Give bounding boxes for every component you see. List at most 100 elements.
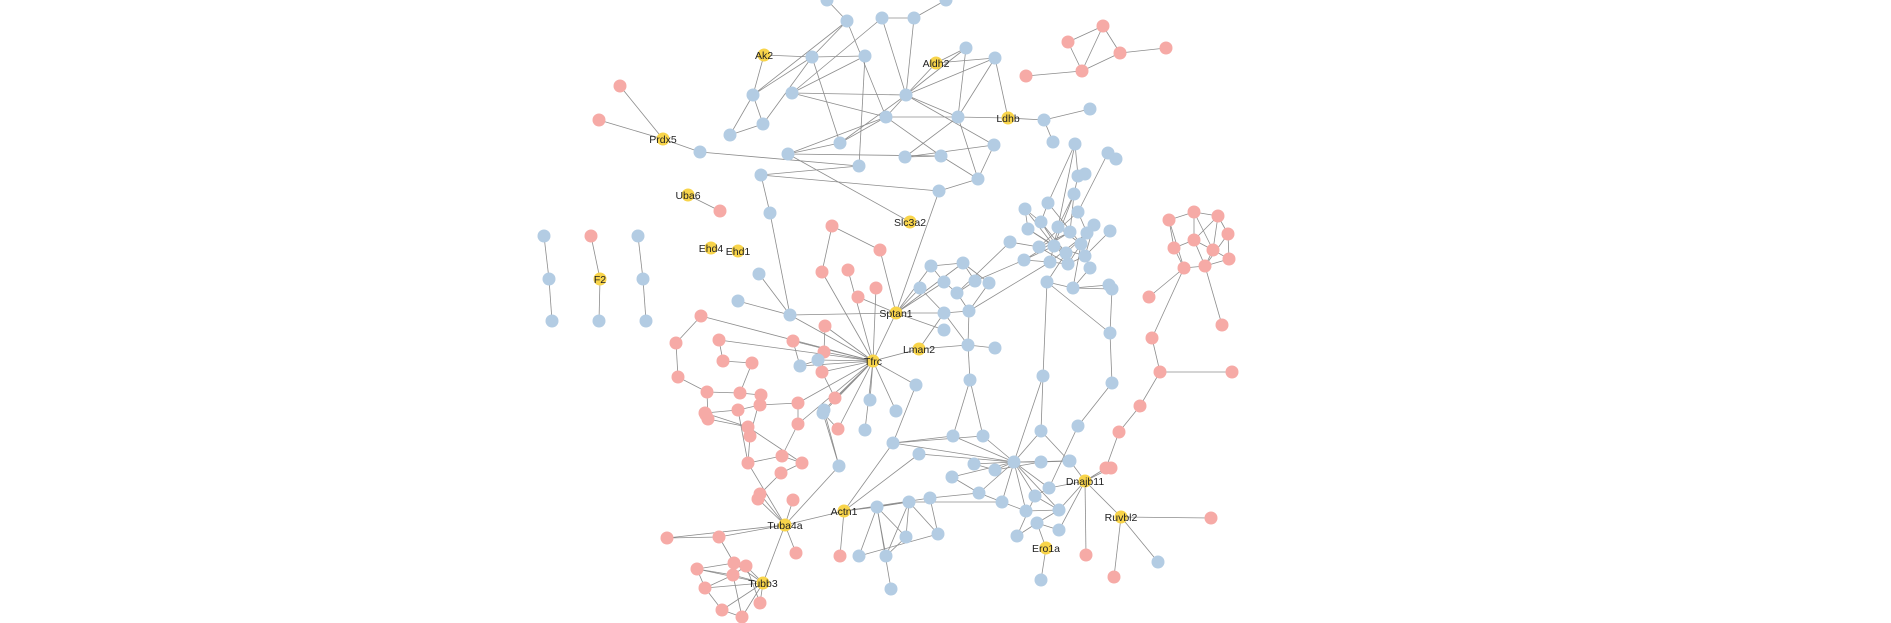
edge-sptan1-n52 <box>895 312 945 331</box>
edge-tfrc-pt29 <box>837 360 874 430</box>
node-tuba4a <box>778 518 792 532</box>
node <box>1133 399 1147 413</box>
node <box>817 403 831 417</box>
node <box>1083 261 1097 275</box>
node <box>956 256 970 270</box>
node <box>852 159 866 173</box>
edge-n55-n78 <box>969 379 984 437</box>
node <box>584 229 598 243</box>
edge-g3-g13 <box>1053 193 1075 247</box>
edge-tfrc-n67 <box>817 359 874 362</box>
node <box>987 138 1001 152</box>
node <box>840 14 854 28</box>
node-label-ehd1: Ehd1 <box>726 246 751 258</box>
edge-n33-n34 <box>543 235 550 280</box>
node <box>671 370 685 384</box>
node <box>945 470 959 484</box>
edge-pa5-sptan1 <box>857 296 897 314</box>
node <box>988 341 1002 355</box>
edge-n59-n60 <box>1109 288 1113 334</box>
node <box>1206 243 1220 257</box>
edge-pc3-pc4 <box>1081 52 1121 72</box>
edge-n77-n79 <box>952 435 1015 463</box>
edge-pt15-pt24 <box>737 409 749 464</box>
edge-tubb3-pt38 <box>704 582 764 589</box>
node <box>976 429 990 443</box>
node <box>870 500 884 514</box>
node <box>932 184 946 198</box>
edge-n56-g9 <box>1057 143 1076 228</box>
edge-n31-n22 <box>699 151 860 167</box>
edge-n50-n53 <box>943 312 969 346</box>
edge-n57-g4 <box>1077 152 1109 213</box>
node <box>832 459 846 473</box>
node <box>1041 196 1055 210</box>
node-label-slc3a2: Slc3a2 <box>894 217 926 229</box>
node-ak2 <box>757 48 771 62</box>
node-ehd1 <box>731 244 745 258</box>
edge-n9-n12 <box>791 92 907 96</box>
node <box>783 308 797 322</box>
edge-pf1-f2 <box>590 235 601 280</box>
edge-n3-n9 <box>791 17 883 94</box>
node <box>841 263 855 277</box>
node <box>1061 35 1075 49</box>
node <box>1113 46 1127 60</box>
node <box>875 11 889 25</box>
node <box>1018 202 1032 216</box>
edge-tuba4a-actn1 <box>784 510 845 526</box>
node <box>988 51 1002 65</box>
edge-n79-n89 <box>978 461 1015 494</box>
node <box>1104 461 1118 475</box>
node <box>789 546 803 560</box>
edge-n42-tfrc <box>789 314 874 362</box>
node <box>716 354 730 368</box>
edge-tfrc-n66 <box>799 360 874 367</box>
edge-n60-n61 <box>1109 332 1113 384</box>
edge-n37-n38 <box>637 235 644 280</box>
node <box>1028 489 1042 503</box>
edge-n12-n11 <box>905 57 996 96</box>
node <box>1034 573 1048 587</box>
node-label-f2: F2 <box>594 274 606 286</box>
edge-actn1-n98 <box>843 497 931 512</box>
edge-pc2-pc3 <box>1081 25 1104 72</box>
edge-aldh2-n11 <box>935 57 996 64</box>
edge-tfrc-pt11 <box>792 340 874 362</box>
node-f2 <box>593 272 607 286</box>
edge-tubb3-pt41 <box>741 582 764 618</box>
node <box>781 147 795 161</box>
node <box>863 393 877 407</box>
edge-n20-n23 <box>904 144 995 158</box>
node <box>1036 369 1050 383</box>
node <box>815 365 829 379</box>
node <box>1215 318 1229 332</box>
node <box>833 136 847 150</box>
node <box>951 110 965 124</box>
edge-n12-n19 <box>839 94 907 144</box>
node <box>752 267 766 281</box>
node <box>1037 113 1051 127</box>
node <box>937 323 951 337</box>
node <box>754 168 768 182</box>
node <box>613 79 627 93</box>
node <box>1063 454 1077 468</box>
node <box>873 243 887 257</box>
edge-pr10-pr12 <box>1204 265 1223 326</box>
edge-n40-n42 <box>758 273 791 316</box>
node <box>735 610 749 623</box>
node <box>962 304 976 318</box>
node-label-sptan1: Sptan1 <box>879 308 912 320</box>
node-label-aldh2: Aldh2 <box>923 58 950 70</box>
edge-sptan1-n45 <box>895 281 945 314</box>
edge-g8-g14 <box>1040 221 1067 254</box>
edge-ak2-n8 <box>752 54 765 96</box>
edge-n22-n7 <box>858 55 866 167</box>
node <box>1177 261 1191 275</box>
edge-n12-n10 <box>905 47 967 96</box>
node <box>731 294 745 308</box>
edge-n38-n39 <box>642 278 647 322</box>
node <box>1145 331 1159 345</box>
node-uba6 <box>681 188 695 202</box>
node <box>669 336 683 350</box>
